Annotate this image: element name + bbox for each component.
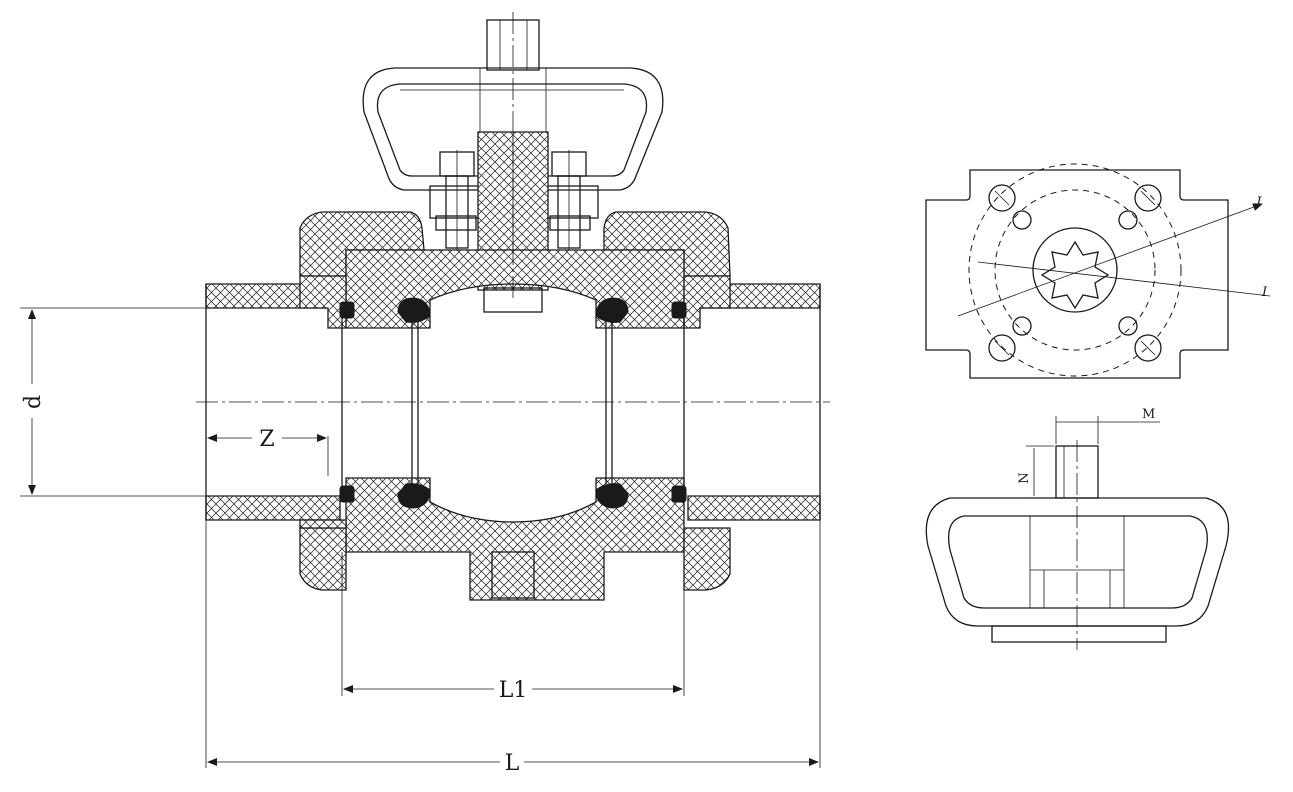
label-l1: L1 (499, 678, 528, 703)
dimension-d: d (20, 307, 206, 497)
lower-body (345, 477, 685, 601)
mounting-flange-view: J I (925, 163, 1271, 379)
label-n: N (1017, 472, 1032, 483)
upper-body-cap (299, 211, 731, 277)
label-j: J (1253, 195, 1262, 210)
handle-side-view: M N (925, 407, 1230, 650)
label-m: M (1142, 407, 1155, 422)
label-i: I (1261, 285, 1268, 300)
left-pipe-end-bottom (205, 495, 341, 521)
right-pipe-end-bottom (687, 495, 821, 521)
label-z: Z (259, 427, 274, 452)
valve-section-view (196, 12, 830, 601)
dimension-l: L (205, 520, 821, 776)
star-drive-socket (1040, 240, 1110, 310)
label-d: d (21, 395, 46, 409)
dimension-l1: L1 (341, 552, 685, 703)
handle (362, 67, 664, 191)
dimension-z: Z (207, 427, 329, 476)
label-l: L (505, 751, 520, 776)
